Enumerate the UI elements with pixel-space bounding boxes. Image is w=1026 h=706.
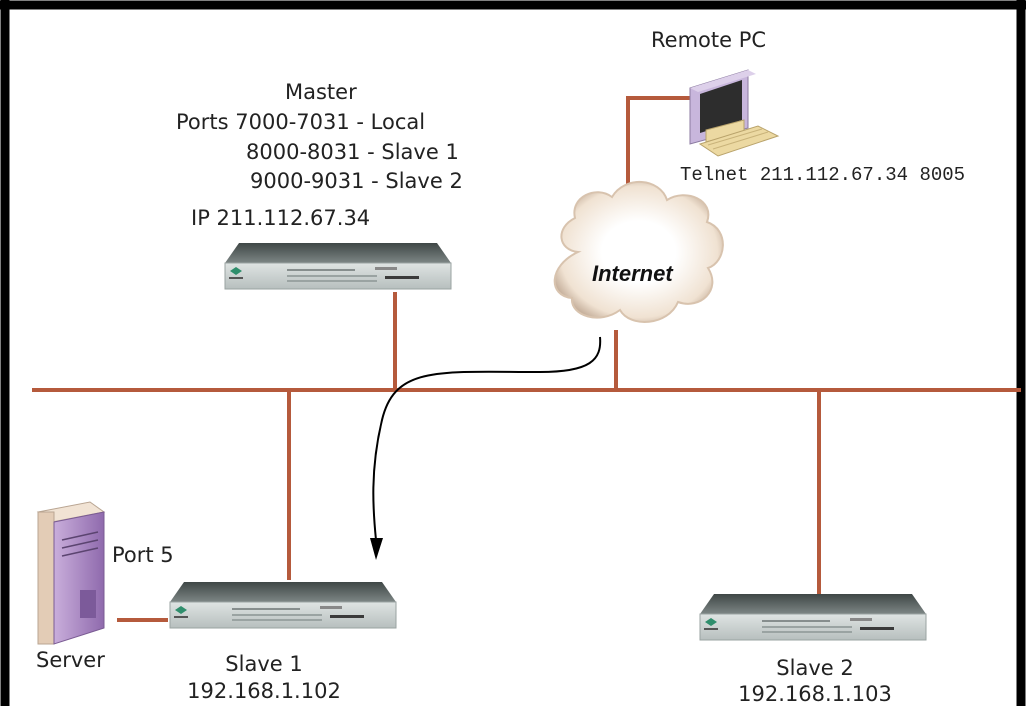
remote-pc-label: Remote PC bbox=[651, 28, 767, 52]
slave2-device-icon bbox=[699, 593, 927, 641]
master-ip-label: IP 211.112.67.34 bbox=[191, 206, 371, 230]
arrow-head bbox=[370, 538, 383, 560]
remote-pc-icon bbox=[689, 69, 780, 157]
server-icon bbox=[36, 501, 106, 645]
port5-label: Port 5 bbox=[112, 543, 174, 567]
internet-cloud bbox=[553, 181, 724, 323]
internet-label: Internet bbox=[592, 261, 673, 286]
ports-slave1-label: 8000-8031 - Slave 1 bbox=[246, 140, 459, 164]
slave1-ip-label: 192.168.1.102 bbox=[187, 679, 341, 703]
ports-local-label: Ports 7000-7031 - Local bbox=[176, 110, 426, 134]
network-links bbox=[32, 96, 1021, 622]
ports-slave2-label: 9000-9031 - Slave 2 bbox=[250, 169, 463, 193]
slave1-device-icon bbox=[169, 581, 397, 629]
master-label: Master bbox=[285, 80, 357, 104]
remote-pc-link bbox=[626, 96, 698, 213]
slave2-ip-label: 192.168.1.103 bbox=[738, 682, 892, 706]
slave1-name-label: Slave 1 bbox=[225, 652, 303, 676]
telnet-path-arrow bbox=[372, 336, 602, 541]
master-device-icon bbox=[224, 242, 452, 290]
telnet-command-label: Telnet 211.112.67.34 8005 bbox=[680, 164, 966, 186]
slave2-name-label: Slave 2 bbox=[776, 656, 854, 680]
server-label: Server bbox=[36, 648, 105, 672]
